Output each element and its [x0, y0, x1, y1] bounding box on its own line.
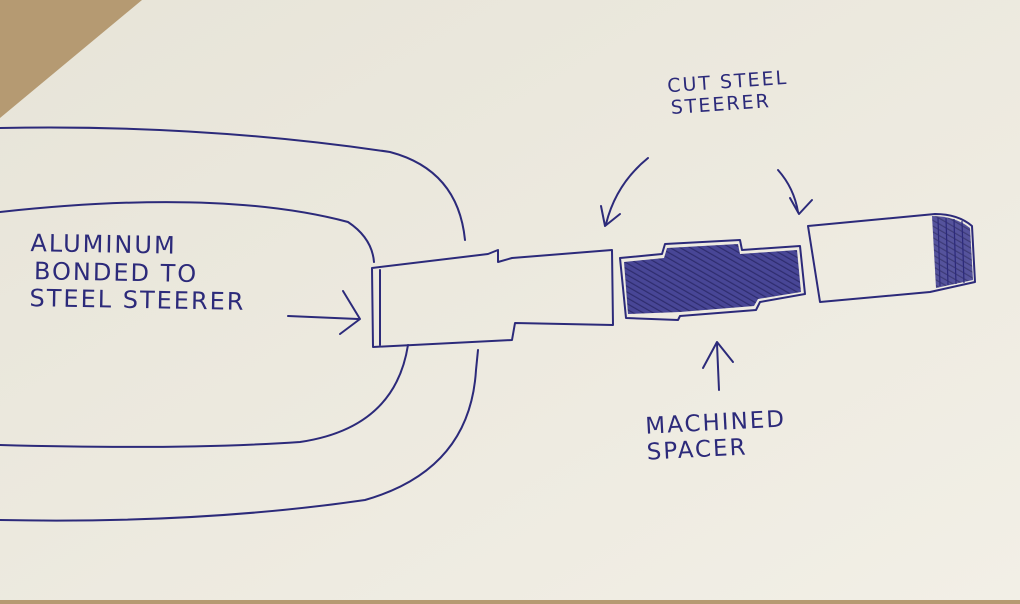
machined-spacer-outline [619, 239, 806, 321]
frame-tube-outer-lower [0, 349, 479, 522]
bonded-section-outline [371, 249, 614, 348]
label-machined-spacer: Machined Spacer [645, 406, 788, 466]
label-aluminum-bonded: Aluminum Bonded to Steel steerer [29, 229, 246, 317]
label-cut-steel-steerer: Cut steel steerer [667, 67, 791, 120]
arrow-aluminum [287, 315, 359, 320]
arrow-cut-left [605, 157, 649, 225]
steerer-thread-lines [937, 217, 965, 287]
frame-tube-inner [0, 201, 375, 263]
machined-spacer-hatching [624, 244, 801, 314]
arrow-spacer-head [702, 341, 734, 369]
arrow-cut-right [777, 169, 799, 213]
arrow-aluminum-head [339, 290, 361, 335]
arrow-spacer [716, 343, 720, 391]
arrow-cut-left-head [600, 205, 621, 227]
cut-steerer-outline [807, 213, 976, 303]
frame-tube-inner-lower [0, 344, 409, 448]
arrow-cut-right-head [789, 197, 813, 215]
frame-tube-outer [0, 126, 466, 241]
label-line: Steel steerer [29, 284, 246, 317]
